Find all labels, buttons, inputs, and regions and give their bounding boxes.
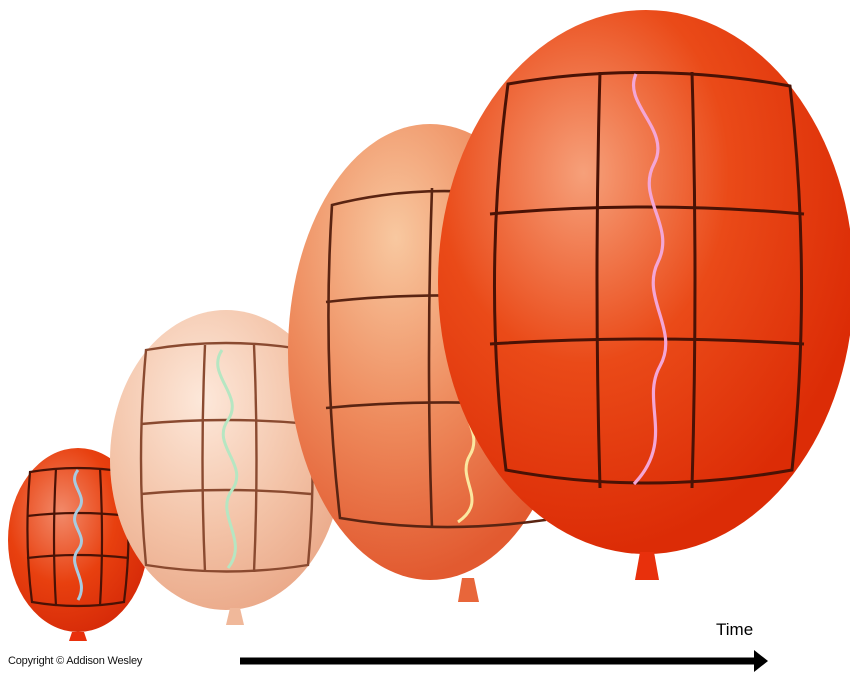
time-axis-label: Time xyxy=(716,620,753,640)
time-arrow xyxy=(240,650,768,672)
balloon-4-knot xyxy=(635,552,659,580)
copyright-notice: Copyright © Addison Wesley xyxy=(8,655,142,667)
balloon-2-knot xyxy=(226,608,244,625)
balloon-3-knot xyxy=(458,578,479,602)
time-arrow-head xyxy=(754,650,768,672)
balloon-1-knot xyxy=(69,632,87,641)
